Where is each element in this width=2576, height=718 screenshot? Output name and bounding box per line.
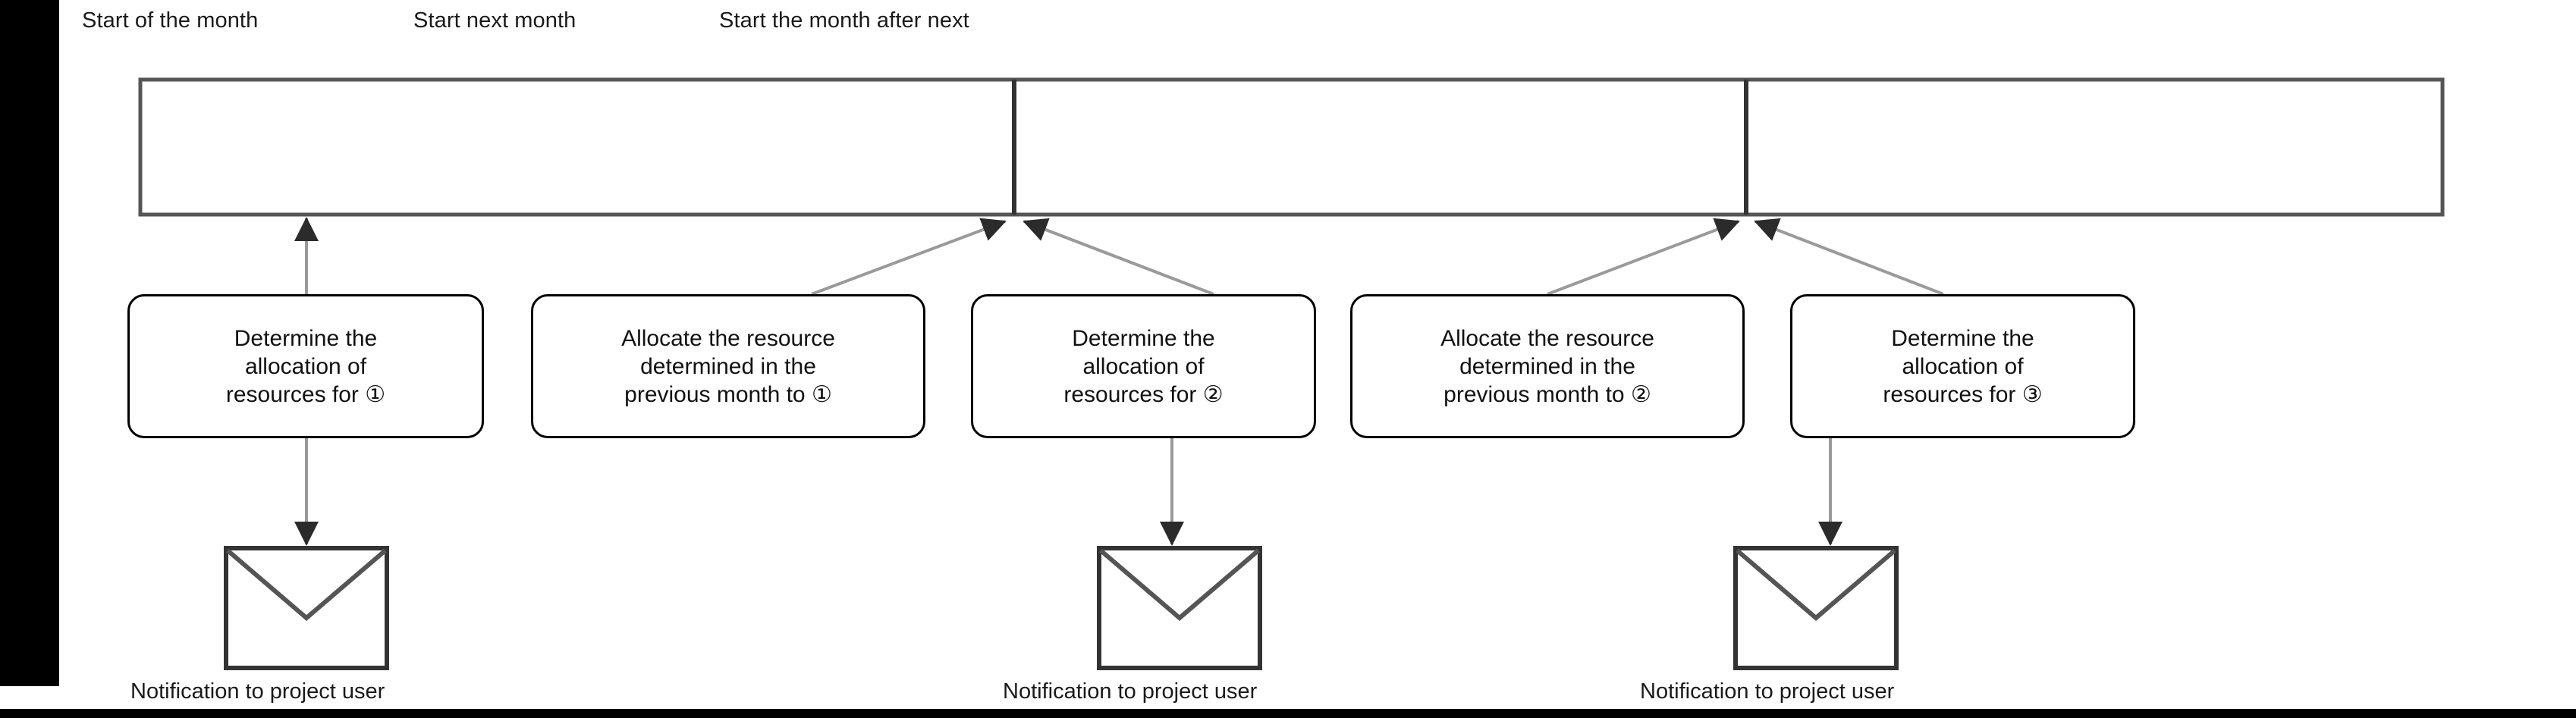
milestone-label-start-next-month: Start next month [413, 8, 576, 33]
task-box-determine-allocation-1[interactable]: Determine the allocation of resources fo… [127, 294, 484, 438]
connector-task4-to-milestone3 [1547, 218, 1740, 296]
notification-caption-2: Notification to project user [1003, 679, 1258, 704]
notification-caption-3: Notification to project user [1640, 679, 1895, 704]
notification-caption-1: Notification to project user [130, 679, 385, 704]
task-box-label: Determine the allocation of resources fo… [1063, 325, 1224, 407]
connector-task2-to-milestone2 [811, 218, 1007, 296]
envelope-icon-1 [224, 546, 389, 670]
task-box-allocate-resource-2[interactable]: Allocate the resource determined in the … [1350, 294, 1745, 438]
task-box-label: Allocate the resource determined in the … [1440, 325, 1654, 407]
task-box-determine-allocation-3[interactable]: Determine the allocation of resources fo… [1790, 294, 2135, 438]
envelope-icon-2 [1097, 546, 1262, 670]
task-box-allocate-resource-1[interactable]: Allocate the resource determined in the … [531, 294, 925, 438]
connector-task3-to-milestone2 [1023, 218, 1214, 296]
milestone-label-start-month-after-next: Start the month after next [719, 8, 969, 33]
task-box-label: Allocate the resource determined in the … [621, 325, 835, 407]
page-edge-bar-bottom [0, 709, 2576, 718]
envelope-icon-3 [1733, 546, 1899, 670]
task-box-determine-allocation-2[interactable]: Determine the allocation of resources fo… [971, 294, 1316, 438]
timeline-bar [138, 77, 2445, 217]
milestone-label-start-of-month: Start of the month [82, 8, 259, 33]
connector-task5-to-milestone3 [1754, 218, 1944, 296]
task-box-label: Determine the allocation of resources fo… [1883, 325, 2043, 407]
task-box-label: Determine the allocation of resources fo… [225, 325, 386, 407]
page-edge-bar-left [0, 0, 59, 686]
